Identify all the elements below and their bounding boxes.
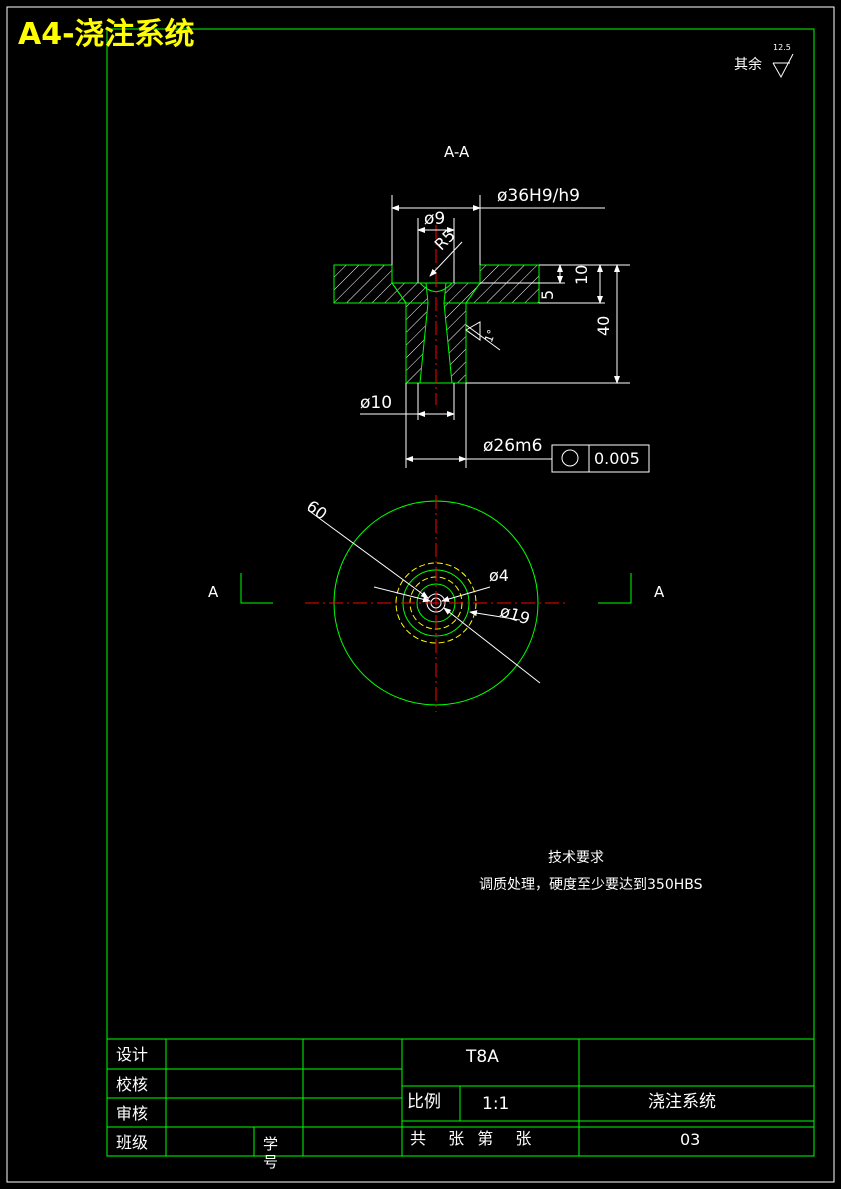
circularity-icon	[561, 449, 579, 467]
tb-scale-value: 1:1	[482, 1094, 510, 1114]
dim-text-5: 5	[538, 289, 557, 300]
notes-text: 调质处理，硬度至少要达到350HBS	[479, 877, 703, 893]
tb-scale-label: 比例	[407, 1092, 441, 1112]
leader-19	[443, 607, 541, 684]
section-view-label: A-A	[444, 143, 470, 161]
dim-text-40: 40	[594, 315, 613, 336]
stem-left-hatch	[405, 302, 429, 384]
dim-text-36: ø36H9/h9	[497, 186, 580, 206]
dim-text-10-bottom: ø10	[360, 393, 393, 413]
tb-review: 审核	[116, 1104, 149, 1123]
leader-60	[307, 509, 429, 599]
cut-mark-right	[598, 573, 632, 604]
roughness-value: 12.5	[773, 43, 791, 52]
stem-right-hatch	[443, 302, 467, 384]
tb-material: T8A	[466, 1047, 499, 1067]
title-block-lines	[107, 1038, 814, 1156]
tb-sheets: 共 张 第 张	[410, 1129, 536, 1148]
notes-title: 技术要求	[548, 850, 604, 866]
tb-design: 设计	[116, 1045, 149, 1064]
dim-text-4: ø4	[489, 566, 509, 585]
tb-student-no: 学号	[263, 1135, 279, 1171]
tolerance-frame	[551, 444, 650, 473]
tb-drawing-no: 03	[680, 1130, 701, 1149]
dim-text-9: ø9	[424, 209, 446, 229]
tb-check: 校核	[116, 1075, 149, 1094]
tb-class: 班级	[116, 1133, 149, 1152]
surface-prefix: 其余	[734, 57, 762, 73]
outer-border	[6, 6, 835, 1183]
dim-r5	[429, 241, 463, 277]
cut-label-right: A	[654, 583, 665, 601]
tolerance-value: 0.005	[594, 449, 640, 468]
cut-label-left: A	[208, 583, 219, 601]
dim-text-26: ø26m6	[483, 436, 543, 456]
cut-mark-left	[240, 573, 273, 604]
tb-part-name: 浇注系统	[648, 1092, 716, 1112]
dim-text-10: 10	[572, 264, 591, 285]
section-view	[333, 195, 650, 473]
plan-view	[240, 495, 632, 712]
leader-4	[441, 586, 491, 602]
sheet-title: A4-浇注系统	[18, 17, 195, 52]
roughness-symbol	[772, 53, 794, 79]
drawing-frame	[106, 28, 815, 1157]
